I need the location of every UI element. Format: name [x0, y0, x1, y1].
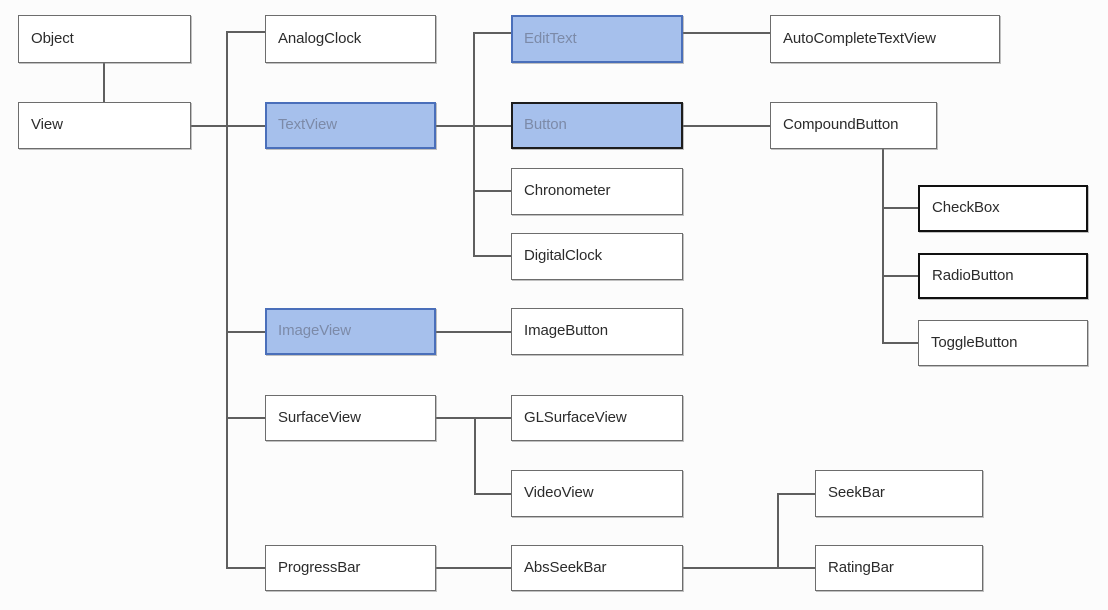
class-node-autocompletetextview[interactable]: AutoCompleteTextView — [770, 15, 1000, 63]
class-node-label: EditText — [524, 29, 577, 47]
class-node-label: ImageButton — [524, 322, 608, 340]
class-node-label: TextView — [278, 116, 337, 134]
edge-compoundbutton-to-checkbox — [882, 148, 919, 209]
edge-view-to-surfaceview — [190, 125, 266, 419]
class-node-label: GLSurfaceView — [524, 408, 627, 426]
class-node-textview[interactable]: TextView — [265, 102, 436, 149]
class-node-chronometer[interactable]: Chronometer — [511, 168, 683, 215]
edge-textview-to-chronometer — [435, 125, 512, 192]
class-node-label: VideoView — [524, 484, 594, 502]
class-node-label: ProgressBar — [278, 558, 361, 576]
class-node-checkbox[interactable]: CheckBox — [918, 185, 1088, 232]
class-node-seekbar[interactable]: SeekBar — [815, 470, 983, 517]
class-node-label: CompoundButton — [783, 116, 899, 134]
class-node-label: View — [31, 116, 63, 134]
class-node-surfaceview[interactable]: SurfaceView — [265, 395, 436, 441]
class-node-ratingbar[interactable]: RatingBar — [815, 545, 983, 591]
class-node-label: RatingBar — [828, 558, 894, 576]
class-node-digitalclock[interactable]: DigitalClock — [511, 233, 683, 280]
class-node-view[interactable]: View — [18, 102, 191, 149]
class-node-label: DigitalClock — [524, 247, 602, 265]
class-node-analogclock[interactable]: AnalogClock — [265, 15, 436, 63]
edge-view-to-imageview — [190, 125, 266, 333]
class-node-label: SurfaceView — [278, 408, 361, 426]
class-node-imagebutton[interactable]: ImageButton — [511, 308, 683, 355]
edge-view-to-progressbar — [190, 125, 266, 569]
class-node-glsurfaceview[interactable]: GLSurfaceView — [511, 395, 683, 441]
class-node-label: Chronometer — [524, 182, 611, 200]
class-node-absseekbar[interactable]: AbsSeekBar — [511, 545, 683, 591]
class-node-label: CheckBox — [932, 199, 1000, 217]
class-node-compoundbutton[interactable]: CompoundButton — [770, 102, 937, 149]
edge-compoundbutton-to-radiobutton — [882, 148, 919, 277]
class-node-button[interactable]: Button — [511, 102, 683, 149]
class-node-imageview[interactable]: ImageView — [265, 308, 436, 355]
class-node-videoview[interactable]: VideoView — [511, 470, 683, 517]
class-node-edittext[interactable]: EditText — [511, 15, 683, 63]
edge-compoundbutton-to-togglebutton — [882, 148, 919, 344]
class-node-label: AutoCompleteTextView — [783, 29, 936, 47]
class-node-label: SeekBar — [828, 484, 885, 502]
class-node-label: AnalogClock — [278, 29, 362, 47]
edge-view-to-analogclock — [190, 31, 266, 127]
class-node-label: AbsSeekBar — [524, 558, 607, 576]
edge-textview-to-digitalclock — [435, 125, 512, 257]
class-node-object[interactable]: Object — [18, 15, 191, 63]
class-node-label: ImageView — [278, 322, 352, 340]
class-node-label: Button — [524, 116, 567, 134]
class-node-label: Object — [31, 29, 74, 47]
edge-surfaceview-to-videoview — [435, 417, 512, 495]
class-node-label: RadioButton — [932, 266, 1014, 284]
edge-textview-to-edittext — [435, 32, 512, 127]
class-node-togglebutton[interactable]: ToggleButton — [918, 320, 1088, 366]
edge-absseekbar-to-seekbar — [682, 493, 816, 569]
class-node-radiobutton[interactable]: RadioButton — [918, 253, 1088, 299]
class-node-progressbar[interactable]: ProgressBar — [265, 545, 436, 591]
class-node-label: ToggleButton — [931, 333, 1018, 351]
